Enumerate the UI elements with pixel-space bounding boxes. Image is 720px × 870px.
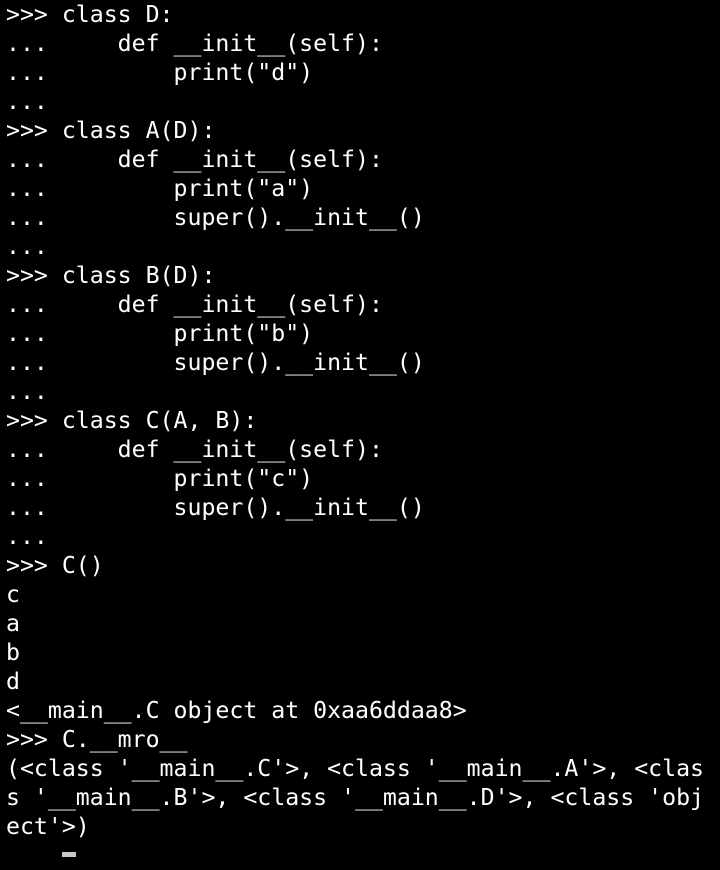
terminal-line: >>> C() xyxy=(6,552,104,579)
terminal-line: ... def __init__(self): xyxy=(6,436,383,463)
terminal-line: ... def __init__(self): xyxy=(6,291,383,318)
prompt-line[interactable] xyxy=(6,841,720,870)
text-cursor xyxy=(62,852,76,857)
terminal-line: >>> class D: xyxy=(6,1,174,28)
terminal-line: ... super().__init__() xyxy=(6,204,425,231)
terminal-line: a xyxy=(6,610,20,637)
terminal-line: ... super().__init__() xyxy=(6,349,425,376)
terminal-line: >>> C.__mro__ xyxy=(6,726,188,753)
terminal-line: <__main__.C object at 0xaa6ddaa8> xyxy=(6,697,467,724)
terminal-line: ect'>) xyxy=(6,813,90,840)
terminal-line: ... xyxy=(6,378,48,405)
terminal-line: b xyxy=(6,639,20,666)
terminal-line: s '__main__.B'>, <class '__main__.D'>, <… xyxy=(6,784,705,811)
terminal-line: ... print("c") xyxy=(6,465,314,492)
terminal-line: ... super().__init__() xyxy=(6,494,425,521)
terminal-line: ... xyxy=(6,88,48,115)
terminal-line: >>> class B(D): xyxy=(6,262,216,289)
terminal-output[interactable]: >>> class D: ... def __init__(self): ...… xyxy=(6,0,720,857)
terminal-line: ... xyxy=(6,523,48,550)
terminal-line: (<class '__main__.C'>, <class '__main__.… xyxy=(6,755,705,782)
terminal-line: d xyxy=(6,668,20,695)
terminal-line: >>> class C(A, B): xyxy=(6,407,258,434)
terminal-line: ... print("b") xyxy=(6,320,314,347)
terminal-line: ... def __init__(self): xyxy=(6,146,383,173)
terminal-line: ... def __init__(self): xyxy=(6,30,383,57)
terminal-line: >>> class A(D): xyxy=(6,117,216,144)
terminal-line: ... xyxy=(6,233,48,260)
terminal-line: ... print("a") xyxy=(6,175,314,202)
terminal-line: c xyxy=(6,581,20,608)
terminal-line: ... print("d") xyxy=(6,59,314,86)
